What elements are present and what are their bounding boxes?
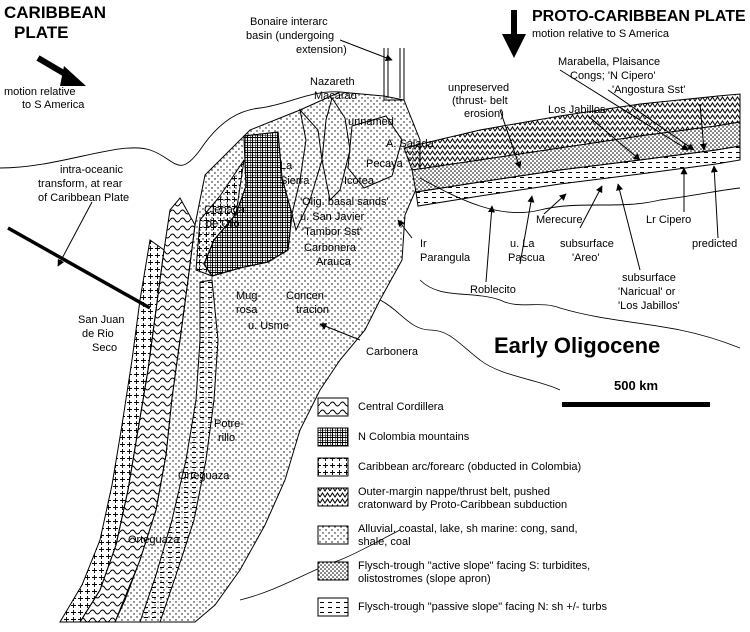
label-subsurface-naricual-3: 'Los Jabillos' bbox=[618, 300, 680, 312]
scale-bar-label: 500 km bbox=[614, 378, 659, 393]
label-tambor: 'Tambor Sst' bbox=[302, 226, 362, 238]
legend-swatches bbox=[317, 397, 349, 617]
legend-outer-margin-1: Outer-margin nappe/thrust belt, pushed bbox=[358, 486, 551, 498]
label-unnamed: unnamed bbox=[348, 116, 394, 128]
label-roblecito: Roblecito bbox=[470, 284, 516, 296]
legend-flysch-active-1: Flysch-trough "active slope" facing S: t… bbox=[358, 560, 591, 572]
label-subsurface-naricual-1: subsurface bbox=[622, 272, 676, 284]
caribbean-motion-arrow bbox=[36, 55, 86, 86]
intra-oceanic-transform bbox=[7, 226, 151, 310]
label-potrerillo-1: Potre- bbox=[214, 418, 244, 430]
flysch-passive-belt-west bbox=[139, 279, 219, 623]
lara-arc-outline bbox=[291, 108, 323, 232]
caribbean-motion-2: to S America bbox=[22, 99, 85, 111]
label-carbonera-1: Carbonera bbox=[304, 242, 356, 254]
label-olig-basal: 'Olig. basal sands' bbox=[300, 196, 389, 208]
label-unpreserved-3: erosion) bbox=[464, 108, 504, 120]
proto-caribbean-plate-name: PROTO-CARIBBEAN PLATE bbox=[532, 8, 746, 25]
label-orteguaza-1: Orteguaza bbox=[178, 470, 230, 482]
label-icotea: Icotea bbox=[344, 175, 374, 187]
legend-alluvial-1: Alluvial, coastal, lake, sh marine: cong… bbox=[358, 523, 578, 535]
label-san-juan-2: de Rio bbox=[82, 328, 114, 340]
scale-bar-line bbox=[562, 402, 710, 407]
label-u-usme: u. Usme bbox=[248, 320, 289, 332]
bonaire-interarc-basin bbox=[383, 48, 405, 101]
caribbean-arc-north bbox=[195, 159, 245, 278]
label-cienaga-1: Cienaga bbox=[204, 204, 245, 216]
label-marabella-2: Congs; 'N Cipero' bbox=[570, 70, 656, 82]
label-nazareth: Nazareth bbox=[310, 76, 355, 88]
label-pecaya: Pecaya bbox=[366, 158, 403, 170]
legend-flysch-active-2: olistostromes (slope apron) bbox=[358, 573, 491, 585]
label-ir: Ir bbox=[420, 238, 427, 250]
label-potrerillo-2: rillo bbox=[218, 432, 236, 444]
label-unpreserved-1: unpreserved bbox=[448, 82, 510, 94]
legend-flysch-passive: Flysch-trough "passive slope" facing N: … bbox=[358, 601, 607, 613]
label-concentracion-1: Concen- bbox=[286, 290, 328, 302]
label-subsurface-naricual-2: 'Naricual' or bbox=[618, 286, 676, 298]
label-macarao: Macarao bbox=[314, 90, 357, 102]
label-a-salada: A. Salada bbox=[386, 138, 434, 150]
label-subsurface-areo-2: 'Areo' bbox=[572, 252, 600, 264]
caribbean-plate-name-1: CARIBBEAN bbox=[4, 3, 106, 22]
label-concentracion-2: tracion bbox=[296, 304, 330, 316]
label-los-jabillos: Los Jabillos bbox=[548, 104, 606, 116]
label-subsurface-areo-1: subsurface bbox=[560, 238, 614, 250]
label-lr-cipero: Lr Cipero bbox=[646, 214, 692, 226]
proto-caribbean-motion: motion relative to S America bbox=[532, 28, 669, 40]
legend-alluvial-2: shale, coal bbox=[358, 536, 411, 548]
label-san-juan-3: Seco bbox=[92, 342, 118, 354]
pecaya-basin-outline bbox=[347, 115, 403, 189]
legend-n-colombia: N Colombia mountains bbox=[358, 431, 470, 443]
label-transform-1: intra-oceanic bbox=[60, 164, 123, 176]
proto-caribbean-motion-arrow bbox=[502, 10, 526, 58]
map-title: Early Oligocene bbox=[494, 333, 661, 358]
river-orinoco bbox=[419, 279, 741, 349]
label-u-la: u. La bbox=[510, 238, 535, 250]
caribbean-plate-name-2: PLATE bbox=[14, 23, 69, 42]
coastline-east bbox=[419, 177, 741, 214]
leader-lines bbox=[57, 39, 719, 341]
label-arauca: Arauca bbox=[316, 256, 351, 268]
label-pascua: Pascua bbox=[508, 252, 545, 264]
label-san-javier: u. San Javier bbox=[300, 211, 365, 223]
label-parangula: Parangula bbox=[420, 252, 471, 264]
border-south bbox=[379, 299, 561, 391]
label-orteguaza-2: Orteguaza bbox=[128, 534, 180, 546]
label-predicted: predicted bbox=[692, 238, 738, 250]
label-san-juan-1: San Juan bbox=[78, 314, 125, 326]
label-bonaire-3: extension) bbox=[296, 44, 347, 56]
legend-outer-margin-2: cratonward by Proto-Caribbean subduction bbox=[358, 499, 568, 511]
flysch-passive-trough-east bbox=[415, 145, 741, 207]
label-transform-2: transform, at rear bbox=[38, 178, 123, 190]
border-south-2 bbox=[239, 529, 401, 601]
label-mugrosa-2: rosa bbox=[236, 304, 258, 316]
legend-caribbean-arc: Caribbean arc/forearc (obducted in Colom… bbox=[358, 461, 582, 473]
label-merecure: Merecure bbox=[536, 214, 583, 226]
label-marabella-3: 'Angostura Sst' bbox=[612, 84, 686, 96]
label-carbonera-2: Carbonera bbox=[366, 346, 418, 358]
label-cienaga-2: de Oro bbox=[206, 218, 240, 230]
label-la: La bbox=[280, 160, 293, 172]
label-bonaire-2: basin (undergoing bbox=[246, 30, 335, 42]
caribbean-motion-1: motion relative bbox=[4, 86, 76, 98]
label-bonaire-1: Bonaire interarc bbox=[250, 16, 328, 28]
label-transform-3: of Caribbean Plate bbox=[38, 192, 130, 204]
caribbean-arc-belt bbox=[59, 239, 165, 623]
legend-central-cordillera: Central Cordillera bbox=[358, 401, 444, 413]
label-marabella-1: Marabella, Plaisance bbox=[558, 56, 661, 68]
label-sierra: Sierra bbox=[280, 175, 310, 187]
falcon-arc-outline bbox=[321, 96, 351, 202]
coastline-west bbox=[0, 91, 341, 169]
label-mugrosa-1: Mug- bbox=[236, 290, 262, 302]
label-unpreserved-2: (thrust- belt bbox=[452, 95, 508, 107]
